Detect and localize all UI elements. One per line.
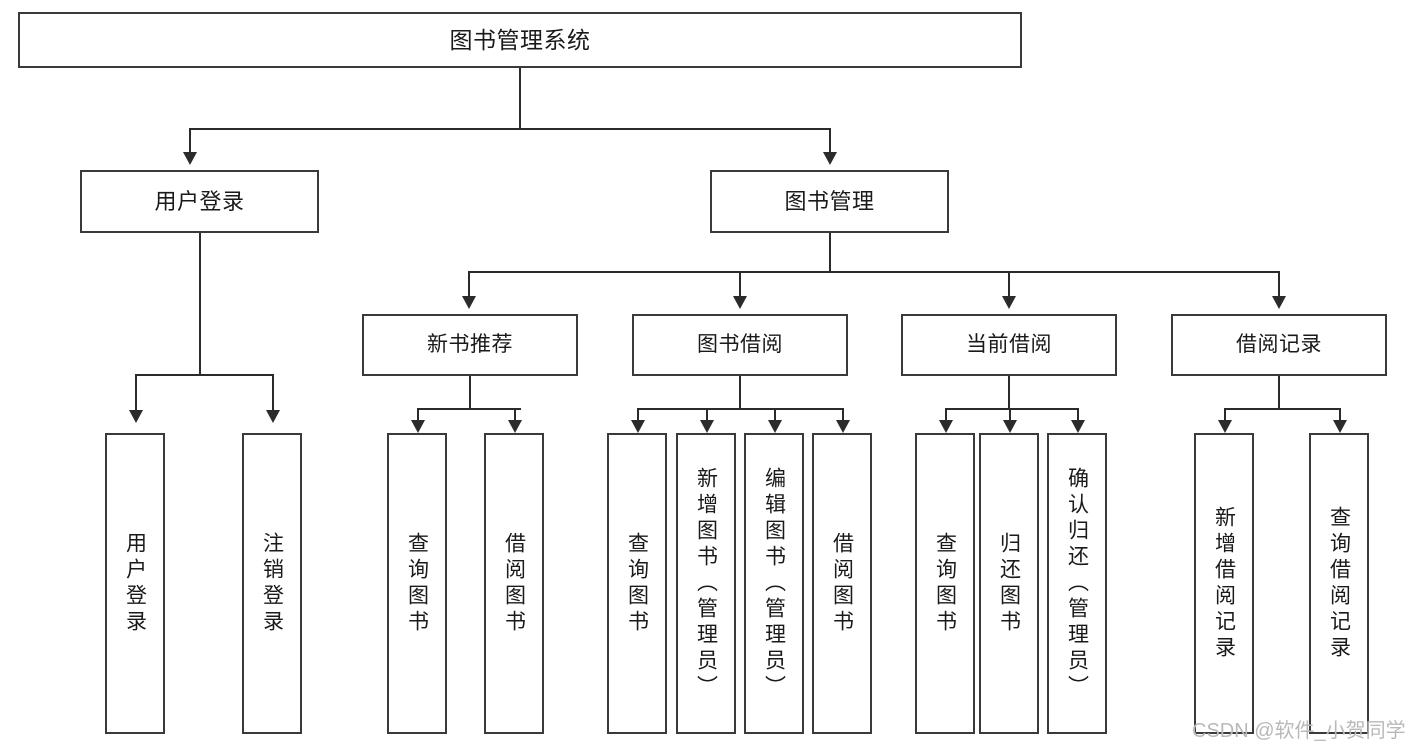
node-book-borrow[interactable]: 图书借阅 <box>632 314 848 376</box>
node-label: 借阅记录 <box>1236 332 1322 356</box>
connector-book-borrow-leaf-3 <box>774 408 776 422</box>
leaf-current-borrow-query-book[interactable]: 查询图书 <box>915 433 975 734</box>
leaf-new-book-query-book[interactable]: 查询图书 <box>387 433 447 734</box>
node-label: 查询借阅记录 <box>1327 505 1351 662</box>
arrowhead-borrow-record-leaf-1 <box>1218 420 1232 433</box>
connector-level2-bus <box>189 128 831 130</box>
node-current-borrow[interactable]: 当前借阅 <box>901 314 1117 376</box>
connector-user-login-stem <box>199 233 201 375</box>
node-label: 当前借阅 <box>966 332 1052 356</box>
connector-level3-bus <box>468 271 1278 273</box>
connector-user-login-bus <box>135 374 273 376</box>
arrowhead-user-login-leaf-1 <box>129 410 143 423</box>
node-new-book-recommend[interactable]: 新书推荐 <box>362 314 578 376</box>
node-label: 图书管理系统 <box>449 26 591 53</box>
connector-current-borrow-leaf-1 <box>945 408 947 422</box>
arrowhead-current-borrow-leaf-3 <box>1071 420 1085 433</box>
node-book-management[interactable]: 图书管理 <box>710 170 949 233</box>
node-label: 查询图书 <box>933 531 957 636</box>
arrowhead-book-borrow-leaf-3 <box>768 420 782 433</box>
connector-to-user-login <box>189 128 191 155</box>
leaf-borrow-record-add-record[interactable]: 新增借阅记录 <box>1194 433 1254 734</box>
leaf-user-login-login[interactable]: 用户登录 <box>105 433 165 734</box>
connector-book-borrow-leaf-2 <box>706 408 708 422</box>
node-label: 图书借阅 <box>697 332 783 356</box>
leaf-book-borrow-edit-book-admin[interactable]: 编辑图书（管理员） <box>744 433 804 734</box>
leaf-current-borrow-confirm-return-admin[interactable]: 确认归还（管理员） <box>1047 433 1107 734</box>
arrowhead-borrow-record-leaf-2 <box>1333 420 1347 433</box>
connector-to-book-management <box>829 128 831 155</box>
arrowhead-new-book-leaf-1 <box>411 420 425 433</box>
leaf-book-borrow-add-book-admin[interactable]: 新增图书（管理员） <box>676 433 736 734</box>
leaf-new-book-borrow-book[interactable]: 借阅图书 <box>484 433 544 734</box>
arrowhead-to-book-borrow <box>733 296 747 309</box>
connector-book-management-stem <box>829 233 831 272</box>
node-label: 归还图书 <box>997 531 1021 636</box>
connector-book-borrow-leaf-4 <box>842 408 844 422</box>
leaf-book-borrow-borrow-book[interactable]: 借阅图书 <box>812 433 872 734</box>
leaf-borrow-record-query-record[interactable]: 查询借阅记录 <box>1309 433 1369 734</box>
node-label: 查询图书 <box>625 531 649 636</box>
connector-current-borrow-leaf-2 <box>1009 408 1011 422</box>
arrowhead-to-borrow-record <box>1272 296 1286 309</box>
node-label: 编辑图书（管理员） <box>762 466 786 701</box>
connector-new-book-leaf-1 <box>417 408 419 422</box>
arrowhead-to-user-login <box>183 152 197 165</box>
node-label: 新增借阅记录 <box>1212 505 1236 662</box>
node-label: 用户登录 <box>123 531 147 636</box>
node-label: 用户登录 <box>154 188 245 214</box>
node-root-library-management-system[interactable]: 图书管理系统 <box>18 12 1022 68</box>
arrowhead-new-book-leaf-2 <box>508 420 522 433</box>
arrowhead-current-borrow-leaf-2 <box>1003 420 1017 433</box>
connector-new-book-bus <box>417 408 521 410</box>
node-user-login[interactable]: 用户登录 <box>80 170 319 233</box>
arrowhead-to-book-management <box>823 152 837 165</box>
node-label: 借阅图书 <box>502 531 526 636</box>
connector-book-borrow-leaf-1 <box>637 408 639 422</box>
arrowhead-book-borrow-leaf-4 <box>836 420 850 433</box>
connector-current-borrow-bus <box>945 408 1078 410</box>
connector-to-current-borrow <box>1008 271 1010 298</box>
connector-new-book-leaf-2 <box>514 408 516 422</box>
leaf-user-login-logout[interactable]: 注销登录 <box>242 433 302 734</box>
connector-to-new-book-recommend <box>468 271 470 298</box>
arrowhead-book-borrow-leaf-1 <box>631 420 645 433</box>
connector-current-borrow-leaf-3 <box>1077 408 1079 422</box>
node-label: 确认归还（管理员） <box>1065 466 1089 701</box>
node-label: 查询图书 <box>405 531 429 636</box>
arrowhead-to-new-book-recommend <box>462 296 476 309</box>
arrowhead-user-login-leaf-2 <box>266 410 280 423</box>
connector-new-book-stem <box>469 376 471 409</box>
connector-root-stem <box>519 68 521 129</box>
node-label: 新书推荐 <box>427 332 513 356</box>
arrowhead-book-borrow-leaf-2 <box>700 420 714 433</box>
leaf-book-borrow-query-book[interactable]: 查询图书 <box>607 433 667 734</box>
leaf-current-borrow-return-book[interactable]: 归还图书 <box>979 433 1039 734</box>
connector-to-borrow-record <box>1278 271 1280 298</box>
node-borrow-record[interactable]: 借阅记录 <box>1171 314 1387 376</box>
node-label: 注销登录 <box>260 531 284 636</box>
connector-book-borrow-bus <box>637 408 843 410</box>
connector-borrow-record-leaf-1 <box>1224 408 1226 422</box>
connector-current-borrow-stem <box>1008 376 1010 409</box>
connector-borrow-record-stem <box>1278 376 1280 409</box>
node-label: 图书管理 <box>784 188 875 214</box>
connector-user-login-leaf-1 <box>135 374 137 412</box>
connector-book-borrow-stem <box>739 376 741 409</box>
node-label: 新增图书（管理员） <box>694 466 718 701</box>
connector-borrow-record-leaf-2 <box>1339 408 1341 422</box>
connector-to-book-borrow <box>739 271 741 298</box>
connector-borrow-record-bus <box>1224 408 1340 410</box>
arrowhead-to-current-borrow <box>1002 296 1016 309</box>
arrowhead-current-borrow-leaf-1 <box>939 420 953 433</box>
node-label: 借阅图书 <box>830 531 854 636</box>
connector-user-login-leaf-2 <box>272 374 274 412</box>
